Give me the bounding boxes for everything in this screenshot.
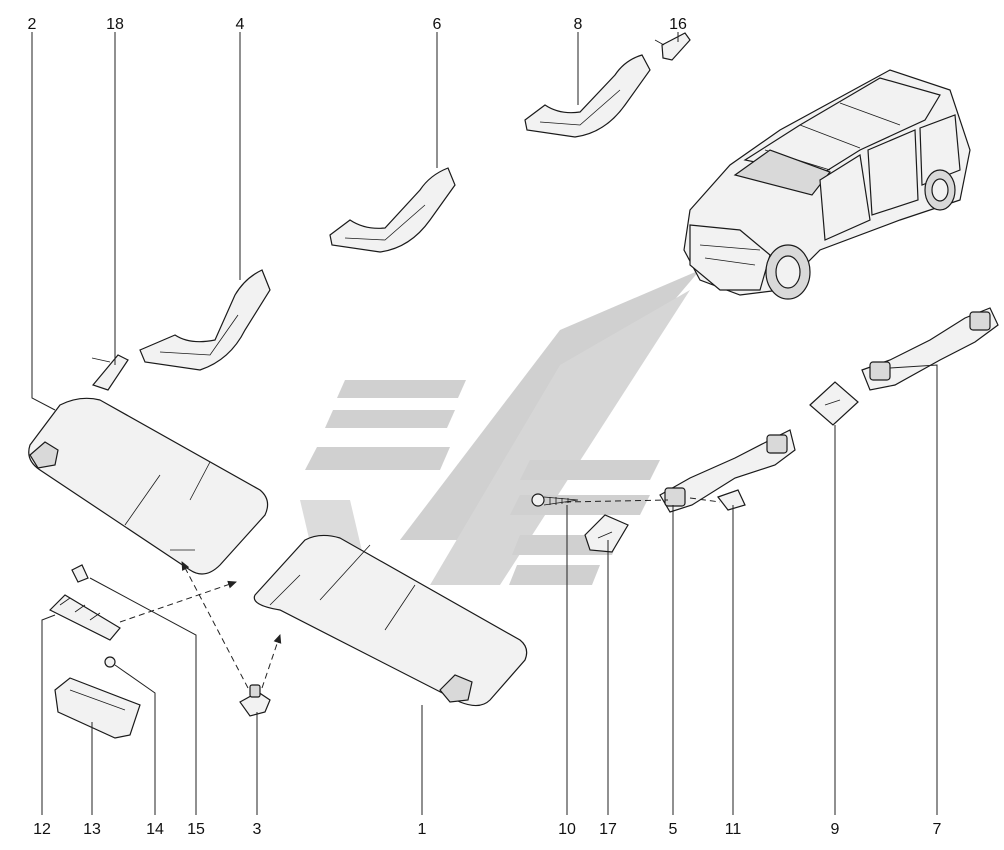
callout-9: 9	[831, 821, 840, 838]
grab-handle-4	[139, 269, 271, 371]
leader-lines	[31, 32, 938, 815]
callout-13: 13	[83, 821, 101, 838]
cap-16	[654, 32, 691, 61]
watermark-logo	[300, 270, 700, 585]
sun-visor-left	[28, 397, 269, 575]
callout-11: 11	[725, 821, 742, 838]
clip-15	[71, 564, 89, 583]
bracket-12	[48, 594, 121, 641]
callout-1: 1	[418, 821, 427, 838]
grab-handle-7	[861, 307, 999, 391]
grab-handle-8	[524, 54, 651, 138]
callout-10: 10	[558, 821, 576, 838]
assembly-arrows	[119, 497, 721, 689]
callout-16: 16	[669, 16, 687, 33]
callout-labels: 2 18 4 6 8 16 12 13 14 15 3 1 10 17 5 11…	[28, 16, 942, 838]
lamp-13	[54, 677, 141, 739]
screw-14	[104, 656, 116, 668]
screw-10	[531, 493, 579, 507]
callout-15: 15	[187, 821, 205, 838]
callout-7: 7	[933, 821, 942, 838]
callout-3: 3	[253, 821, 262, 838]
callout-12: 12	[33, 821, 51, 838]
vehicle-illustration	[683, 69, 971, 300]
callout-18: 18	[106, 16, 124, 33]
sun-visor-right	[253, 534, 528, 707]
callout-5: 5	[669, 821, 678, 838]
callout-14: 14	[146, 821, 164, 838]
cover-9	[809, 381, 859, 426]
callout-6: 6	[433, 16, 442, 33]
grab-handle-6	[329, 167, 456, 253]
cap-18	[91, 354, 129, 391]
callout-4: 4	[236, 16, 245, 33]
callout-2: 2	[28, 16, 37, 33]
callout-8: 8	[574, 16, 583, 33]
cover-17	[584, 514, 629, 553]
clip-3	[239, 684, 271, 717]
grab-handle-5	[659, 429, 796, 513]
clip-11	[717, 489, 746, 511]
callout-17: 17	[599, 821, 617, 838]
